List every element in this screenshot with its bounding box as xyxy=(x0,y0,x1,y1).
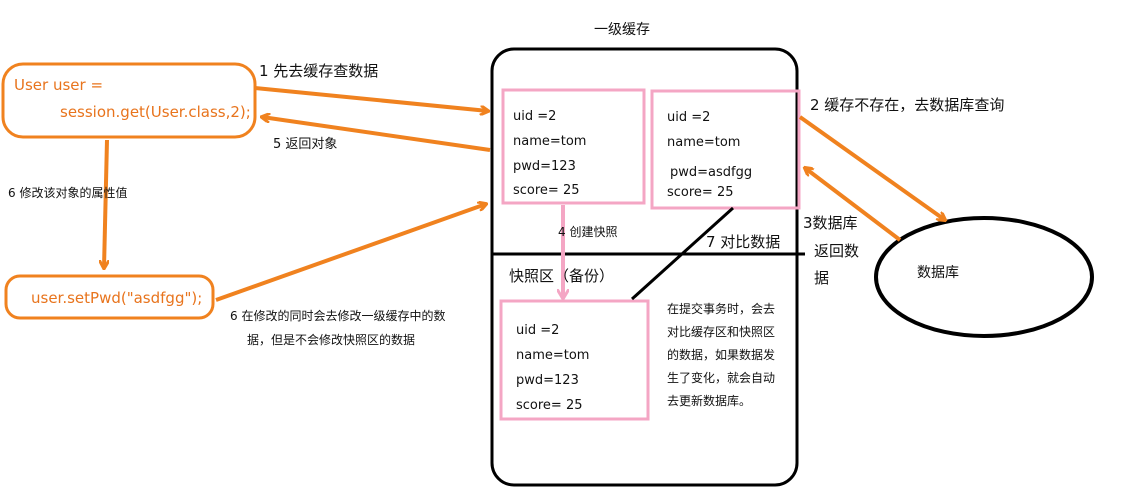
step-3-label-2: 返回数 xyxy=(814,242,860,260)
cache-box-db-score: score= 25 xyxy=(667,185,734,200)
snapshot-name: name=tom xyxy=(516,348,590,363)
cache-container xyxy=(490,47,799,487)
step-4-label: 4 创建快照 xyxy=(558,225,618,239)
commit-note-line: 对比缓存区和快照区 xyxy=(667,325,776,339)
code-line-1: User user = xyxy=(14,76,104,94)
snapshot-uid: uid =2 xyxy=(516,323,560,338)
code-line-2: session.get(User.class,2); xyxy=(60,103,251,121)
database-ellipse xyxy=(874,216,1094,338)
cache-box-original xyxy=(501,88,646,205)
cache-box-original-score: score= 25 xyxy=(513,183,580,198)
snapshot-pwd: pwd=123 xyxy=(516,373,579,388)
commit-note-line: 的数据，如果数据发 xyxy=(667,348,776,362)
snapshot-score: score= 25 xyxy=(516,398,583,413)
step-2-label: 2 缓存不存在，去数据库查询 xyxy=(810,96,1005,114)
cache-box-db-pwd: pwd=asdfgg xyxy=(670,165,753,180)
arrow-6-update-cache xyxy=(215,204,486,302)
arrow-6-modify-value xyxy=(104,139,107,268)
code-setpwd-box xyxy=(4,274,215,320)
line-7-compare xyxy=(630,206,735,301)
step-3-label-3: 据 xyxy=(814,269,830,287)
cache-box-db-name: name=tom xyxy=(667,135,741,150)
step-5-label: 5 返回对象 xyxy=(273,137,338,152)
cache-box-original-uid: uid =2 xyxy=(513,109,557,124)
step-6-sync-label-2: 据，但是不会修改快照区的数据 xyxy=(247,333,416,347)
snapshot-title: 快照区（备份） xyxy=(509,267,615,285)
cache-title: 一级缓存 xyxy=(594,22,650,38)
code-setpwd: user.setPwd("asdfgg"); xyxy=(31,289,203,307)
step-6-modify-label: 6 修改该对象的属性值 xyxy=(8,186,128,200)
arrow-1-query-cache xyxy=(254,86,488,111)
commit-note: 在提交事务时，会去 对比缓存区和快照区 的数据，如果数据发 生了变化，就会自动 … xyxy=(667,298,792,413)
database-label: 数据库 xyxy=(917,265,959,281)
arrow-2-query-db xyxy=(798,115,945,220)
commit-note-line: 去更新数据库。 xyxy=(667,394,752,408)
step-3-label-1: 3数据库 xyxy=(803,214,858,232)
step-1-label: 1 先去缓存查数据 xyxy=(259,62,379,80)
cache-box-original-pwd: pwd=123 xyxy=(513,159,576,174)
step-7-label: 7 对比数据 xyxy=(706,233,781,251)
cache-box-db xyxy=(650,89,801,210)
commit-note-line: 生了变化，就会自动 xyxy=(667,371,776,385)
snapshot-box xyxy=(499,299,650,421)
arrow-5-return-object xyxy=(262,117,491,152)
arrow-3-db-return xyxy=(805,168,902,242)
cache-box-original-name: name=tom xyxy=(513,134,587,149)
step-6-sync-label-1: 6 在修改的同时会去修改一级缓存中的数 xyxy=(230,309,446,323)
commit-note-line: 在提交事务时，会去 xyxy=(667,302,776,316)
code-get-box xyxy=(1,62,257,139)
cache-box-db-uid: uid =2 xyxy=(667,110,711,125)
